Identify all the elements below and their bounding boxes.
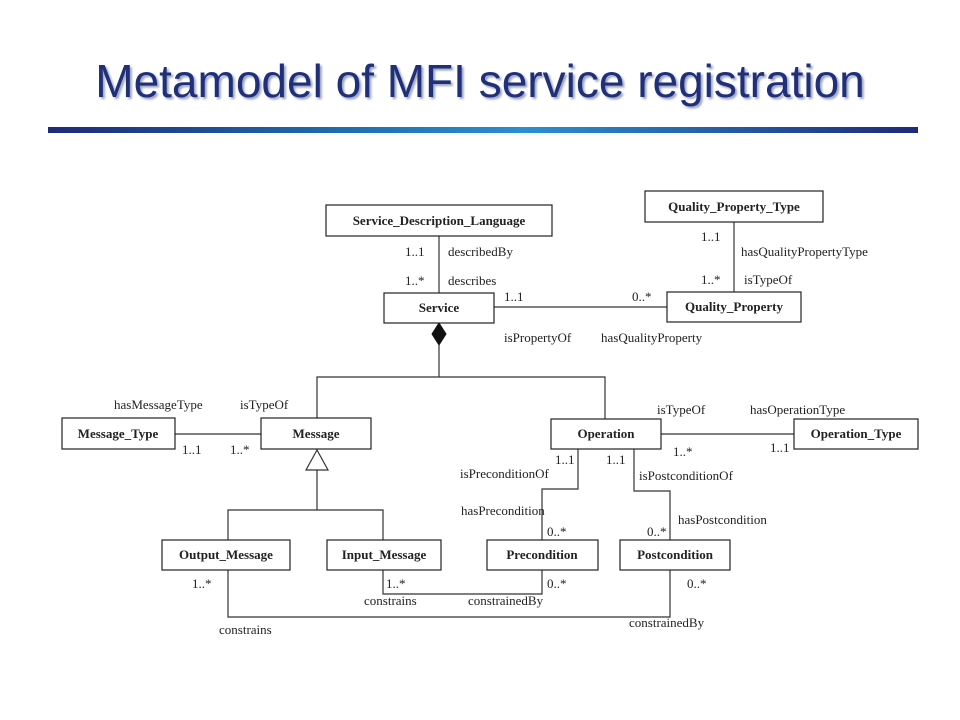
role-label: isTypeOf xyxy=(240,397,289,412)
class-name: Output_Message xyxy=(179,547,273,562)
role-label: isTypeOf xyxy=(657,402,706,417)
class-name: Operation xyxy=(577,426,635,441)
multiplicity-label: 1..* xyxy=(701,272,721,287)
page-title: Metamodel of MFI service registration xyxy=(95,55,865,107)
class-service: Service xyxy=(383,292,495,324)
multiplicity-label: 1..1 xyxy=(504,289,524,304)
role-label: hasQualityPropertyType xyxy=(741,244,868,259)
class-quality-property-type: Quality_Property_Type xyxy=(644,190,824,223)
role-label: hasQualityProperty xyxy=(601,330,703,345)
multiplicity-label: 1..* xyxy=(386,576,406,591)
role-label: constrains xyxy=(219,622,272,637)
association-labels: 1..1 describedBy 1..* describes 1..1 has… xyxy=(114,229,868,637)
composition-branches xyxy=(316,376,606,419)
operation-precondition-line xyxy=(541,449,579,540)
role-label: hasMessageType xyxy=(114,397,203,412)
role-label: describes xyxy=(448,273,496,288)
role-label: hasPostcondition xyxy=(678,512,767,527)
role-label: hasOperationType xyxy=(750,402,845,417)
role-label: isPropertyOf xyxy=(504,330,572,345)
role-label: isTypeOf xyxy=(744,272,793,287)
class-name: Message_Type xyxy=(78,426,159,441)
role-label: describedBy xyxy=(448,244,513,259)
class-message-type: Message_Type xyxy=(61,417,176,450)
class-name: Quality_Property_Type xyxy=(668,199,800,214)
multiplicity-label: 1..1 xyxy=(405,244,425,259)
role-label: constrains xyxy=(364,593,417,608)
role-label: isPreconditionOf xyxy=(460,466,549,481)
class-precondition: Precondition xyxy=(486,539,599,571)
multiplicity-label: 0..* xyxy=(547,524,567,539)
class-message: Message xyxy=(260,417,372,450)
role-label: constrainedBy xyxy=(629,615,705,630)
class-name: Service xyxy=(419,300,460,315)
association-lines xyxy=(175,222,794,618)
class-name: Quality_Property xyxy=(685,299,783,314)
class-output-message: Output_Message xyxy=(161,539,291,571)
multiplicity-label: 1..1 xyxy=(182,442,202,457)
generalization-branches xyxy=(227,509,384,540)
class-name: Postcondition xyxy=(637,547,714,562)
multiplicity-label: 0..* xyxy=(687,576,707,591)
multiplicity-label: 1..1 xyxy=(555,452,575,467)
class-operation: Operation xyxy=(550,418,662,450)
class-operation-type: Operation_Type xyxy=(793,418,919,450)
multiplicity-label: 0..* xyxy=(632,289,652,304)
class-quality-property: Quality_Property xyxy=(666,291,802,323)
class-postcondition: Postcondition xyxy=(619,539,731,571)
class-input-message: Input_Message xyxy=(326,539,442,571)
operation-postcondition-line xyxy=(633,449,671,540)
output-postcondition-line xyxy=(227,570,671,618)
multiplicity-label: 1..* xyxy=(192,576,212,591)
multiplicity-label: 1..1 xyxy=(770,440,790,455)
class-name: Precondition xyxy=(506,547,578,562)
role-label: hasPrecondition xyxy=(461,503,545,518)
class-name: Input_Message xyxy=(342,547,427,562)
multiplicity-label: 0..* xyxy=(647,524,667,539)
class-sdl: Service_Description_Language xyxy=(325,204,553,237)
generalization-triangle xyxy=(304,448,330,471)
multiplicity-label: 0..* xyxy=(547,576,567,591)
title-underline xyxy=(48,127,918,133)
multiplicity-label: 1..* xyxy=(230,442,250,457)
multiplicity-label: 1..* xyxy=(405,273,425,288)
class-name: Operation_Type xyxy=(811,426,902,441)
multiplicity-label: 1..* xyxy=(673,444,693,459)
composition-diamond xyxy=(431,322,447,346)
role-label: constrainedBy xyxy=(468,593,544,608)
class-name: Message xyxy=(293,426,340,441)
multiplicity-label: 1..1 xyxy=(701,229,721,244)
class-name: Service_Description_Language xyxy=(353,213,526,228)
role-label: isPostconditionOf xyxy=(639,468,734,483)
input-precondition-line xyxy=(382,570,543,595)
multiplicity-label: 1..1 xyxy=(606,452,626,467)
